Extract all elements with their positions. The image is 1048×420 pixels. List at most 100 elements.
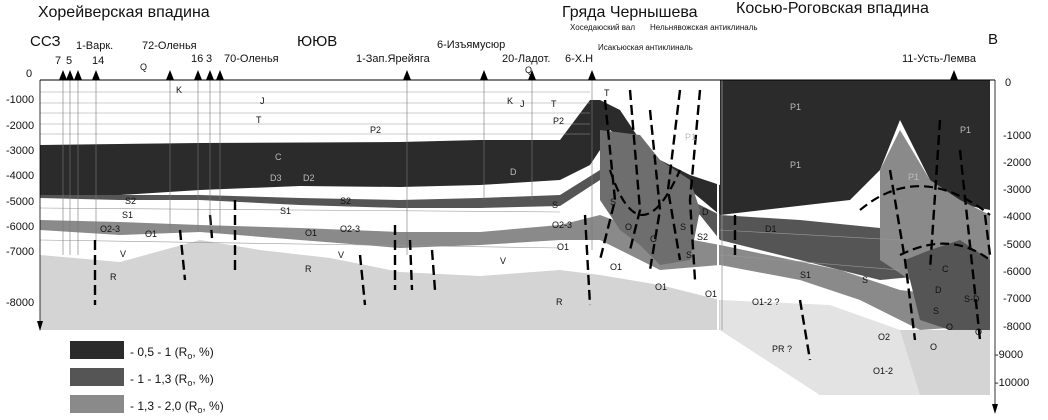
svg-text:V: V [120, 249, 126, 259]
svg-text:-2000: -2000 [6, 120, 34, 132]
direction-left: ССЗ [30, 33, 61, 50]
legend: - 0,5 - 1 (Ro, %) - 1 - 1,3 (Ro, %) - 1,… [70, 341, 224, 415]
svg-text:T: T [604, 88, 610, 98]
svg-text:C: C [275, 152, 282, 162]
well-7: 7 [55, 55, 61, 67]
svg-text:S: S [933, 306, 939, 316]
well-5: 5 [66, 55, 72, 67]
svg-text:-6000: -6000 [6, 221, 34, 233]
svg-text:D3: D3 [270, 173, 282, 183]
legend-swatch-low [70, 341, 124, 359]
svg-text:O2-3: O2-3 [552, 220, 572, 230]
well-6-kh-n: 6-Х.Н [565, 53, 593, 65]
svg-text:-4000: -4000 [6, 170, 34, 182]
svg-text:-7000: -7000 [1003, 293, 1031, 305]
svg-text:O2-3: O2-3 [100, 224, 120, 234]
svg-text:Q: Q [140, 62, 147, 72]
svg-text:0: 0 [26, 68, 32, 80]
svg-text:J: J [520, 99, 525, 109]
well-14: 14 [92, 55, 104, 67]
svg-text:O1: O1 [655, 282, 667, 292]
svg-text:0: 0 [1005, 77, 1011, 89]
svg-text:T: T [551, 99, 557, 109]
svg-text:O1: O1 [305, 228, 317, 238]
svg-text:K: K [176, 85, 182, 95]
svg-text:D2: D2 [303, 173, 315, 183]
ridge-title: Гряда Чернышева [562, 4, 698, 21]
svg-text:D1: D1 [765, 224, 777, 234]
svg-text:S: S [862, 275, 868, 285]
svg-text:-6000: -6000 [1003, 266, 1031, 278]
well-labels: 7 5 1-Варк. 14 72-Оленья 16 3 70-Оленья … [55, 39, 977, 67]
legend-label-high: - 1,3 - 2,0 (Ro, %) [130, 399, 224, 415]
svg-text:P1: P1 [960, 125, 971, 135]
svg-text:O2-3: O2-3 [340, 224, 360, 234]
legend-swatch-high [70, 395, 124, 413]
svg-text:-8000: -8000 [6, 297, 34, 309]
svg-text:S: S [610, 197, 616, 207]
direction-right: В [988, 31, 998, 48]
svg-text:O2: O2 [878, 332, 890, 342]
svg-text:S2: S2 [697, 232, 708, 242]
right-basin-title: Косью-Роговская впадина [736, 0, 929, 17]
well-1-vark: 1-Варк. [76, 40, 113, 52]
well-markers [59, 70, 958, 80]
svg-text:C: C [942, 264, 949, 274]
svg-text:-5000: -5000 [6, 196, 34, 208]
well-6-izyamusyur: 6-Изъямусюр [437, 39, 505, 51]
svg-text:S: S [552, 200, 558, 210]
well-70-olenya: 70-Оленья [224, 53, 279, 65]
svg-text:S2: S2 [125, 196, 136, 206]
svg-text:V: V [338, 250, 344, 260]
svg-text:R: R [305, 264, 312, 274]
svg-text:P2: P2 [370, 125, 381, 135]
svg-text:S-D: S-D [964, 294, 980, 304]
svg-text:V: V [500, 256, 506, 266]
svg-text:O: O [650, 234, 657, 244]
svg-text:J: J [260, 96, 265, 106]
svg-text:O: O [975, 327, 982, 337]
svg-text:PR ?: PR ? [772, 344, 792, 354]
svg-text:-3000: -3000 [6, 145, 34, 157]
svg-text:O1-2 ?: O1-2 ? [752, 297, 780, 307]
svg-text:Q: Q [525, 65, 532, 75]
svg-text:-9000: -9000 [995, 349, 1023, 361]
svg-text:O: O [930, 342, 937, 352]
svg-text:P1: P1 [790, 102, 801, 112]
well-11-ust-lemva: 11-Усть-Лемва [902, 53, 977, 65]
structure-isakyu: Исакъюская антиклиналь [598, 43, 693, 52]
svg-text:R: R [556, 297, 563, 307]
svg-text:T: T [256, 115, 262, 125]
structure-khosedayu: Хоседаюский вал [570, 23, 635, 32]
svg-text:P1: P1 [685, 132, 696, 142]
svg-text:O1: O1 [610, 262, 622, 272]
svg-text:-5000: -5000 [1003, 239, 1031, 251]
svg-text:-8000: -8000 [1003, 321, 1031, 333]
svg-text:O1: O1 [145, 229, 157, 239]
left-basin-title: Хорейверская впадина [38, 4, 210, 21]
svg-text:-2000: -2000 [1003, 157, 1031, 169]
well-16: 16 [191, 53, 203, 65]
well-72-olenya: 72-Оленья [142, 40, 197, 52]
left-depth-axis: 0 -1000 -2000 -3000 -4000 -5000 -6000 -7… [6, 68, 43, 331]
svg-text:O1: O1 [705, 289, 717, 299]
right-depth-axis: 0 -1000 -2000 -3000 -4000 -5000 -6000 -7… [992, 77, 1031, 414]
direction-middle: ЮЮВ [297, 33, 337, 50]
well-3: 3 [206, 53, 212, 65]
svg-text:P1: P1 [908, 172, 919, 182]
legend-label-low: - 0,5 - 1 (Ro, %) [130, 345, 214, 361]
svg-text:S1: S1 [800, 270, 811, 280]
svg-text:D: D [702, 207, 709, 217]
svg-text:S1: S1 [122, 210, 133, 220]
svg-text:R: R [110, 272, 117, 282]
svg-text:O1: O1 [557, 242, 569, 252]
svg-text:D: D [935, 285, 942, 295]
svg-text:S2: S2 [340, 196, 351, 206]
svg-text:P1: P1 [790, 160, 801, 170]
svg-text:-7000: -7000 [6, 246, 34, 258]
svg-text:-3000: -3000 [1003, 184, 1031, 196]
legend-swatch-mid [70, 368, 124, 386]
svg-text:O: O [946, 322, 953, 332]
svg-text:-1000: -1000 [6, 94, 34, 106]
